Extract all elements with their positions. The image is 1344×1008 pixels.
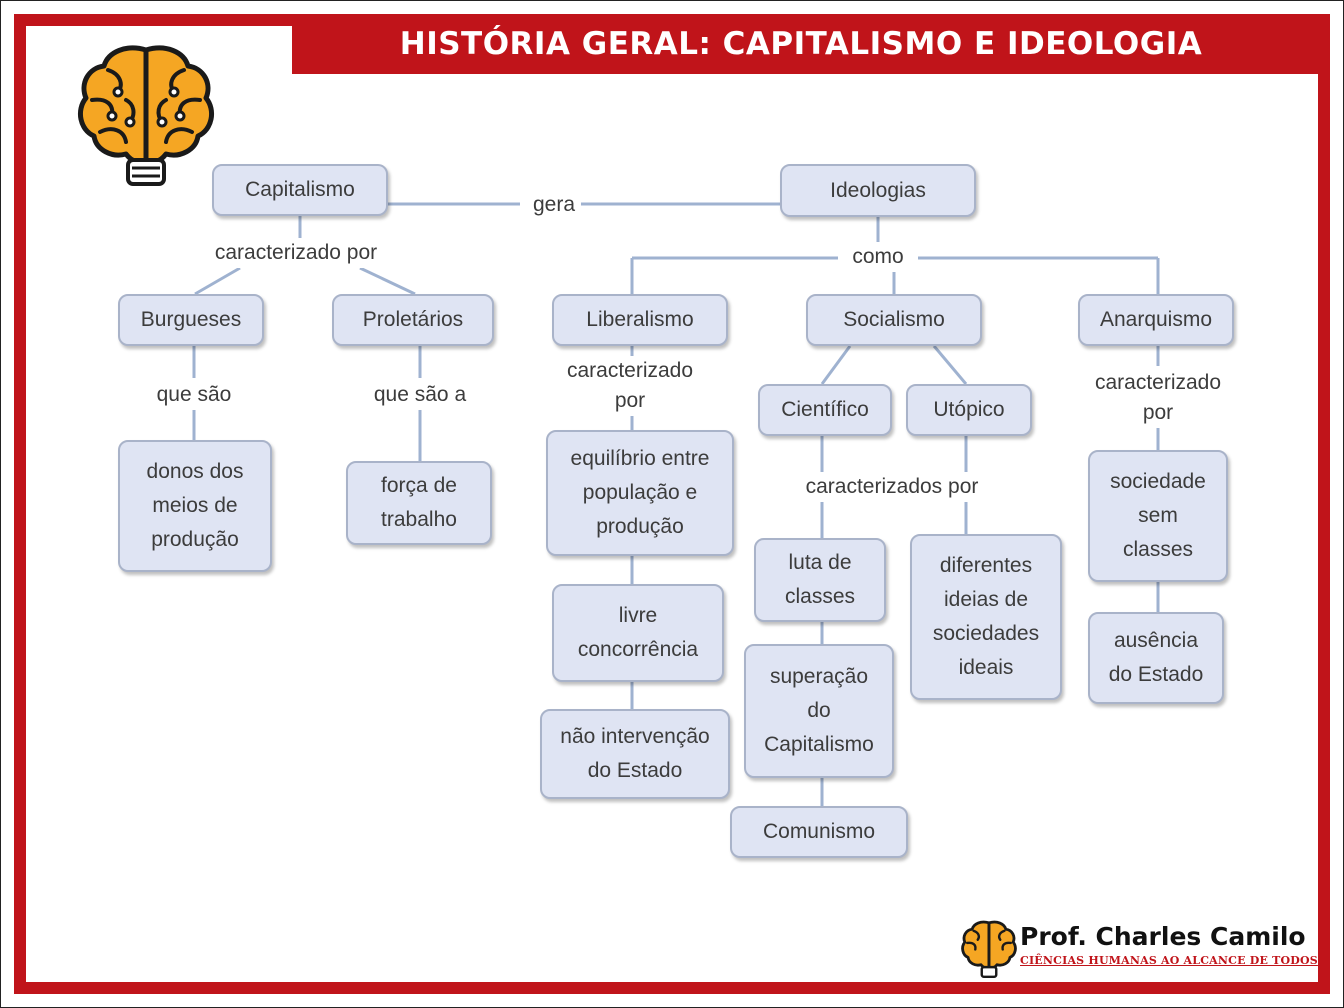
node-luta-de-classes: luta de classes bbox=[754, 538, 886, 622]
node-equilibrio: equilíbrio entre população e produção bbox=[546, 430, 734, 556]
label-que-sao-a: que são a bbox=[367, 380, 473, 410]
brain-lightbulb-icon bbox=[961, 920, 1017, 978]
node-sociedade-sem-classes: sociedade sem classes bbox=[1088, 450, 1228, 582]
page-title: HISTÓRIA GERAL: CAPITALISMO E IDEOLOGIA bbox=[399, 26, 1203, 62]
node-livre-concorrencia: livre concorrência bbox=[552, 584, 724, 682]
node-utopico: Utópico bbox=[906, 384, 1032, 436]
node-liberalismo: Liberalismo bbox=[552, 294, 728, 346]
connector-to-cientifico bbox=[820, 345, 852, 385]
label-caracterizados-por: caracterizados por bbox=[799, 472, 985, 502]
node-socialismo: Socialismo bbox=[806, 294, 982, 346]
node-capitalismo: Capitalismo bbox=[212, 164, 388, 216]
label-que-sao: que são bbox=[150, 380, 238, 410]
connector-to-burgueses bbox=[194, 266, 241, 296]
label-caracterizado-por-liberalismo: caracterizado por bbox=[560, 356, 700, 416]
node-donos-dos-meios: donos dos meios de produção bbox=[118, 440, 272, 572]
brain-lightbulb-icon bbox=[77, 45, 215, 186]
node-comunismo: Comunismo bbox=[730, 806, 908, 858]
brand-tagline: CIÊNCIAS HUMANAS AO ALCANCE DE TODOS bbox=[1020, 954, 1318, 967]
node-superacao-capitalismo: superação do Capitalismo bbox=[744, 644, 894, 778]
node-diferentes-ideias: diferentes ideias de sociedades ideais bbox=[910, 534, 1062, 700]
node-ideologias: Ideologias bbox=[780, 164, 976, 217]
brand-signature: Prof. Charles Camilo CIÊNCIAS HUMANAS AO… bbox=[960, 918, 1320, 980]
label-gera: gera bbox=[526, 190, 582, 220]
label-caracterizado-por-capitalismo: caracterizado por bbox=[208, 238, 384, 268]
node-anarquismo: Anarquismo bbox=[1078, 294, 1234, 346]
connector-to-utopico bbox=[932, 345, 968, 385]
title-bar: HISTÓRIA GERAL: CAPITALISMO E IDEOLOGIA bbox=[292, 14, 1330, 74]
connector-to-proletarios bbox=[359, 266, 416, 296]
label-caracterizado-por-anarquismo: caracterizado por bbox=[1088, 368, 1228, 428]
node-proletarios: Proletários bbox=[332, 294, 494, 346]
node-cientifico: Científico bbox=[758, 384, 892, 436]
label-como: como bbox=[846, 242, 910, 272]
node-forca-de-trabalho: força de trabalho bbox=[346, 461, 492, 545]
node-burgueses: Burgueses bbox=[118, 294, 264, 346]
brand-name: Prof. Charles Camilo bbox=[1020, 922, 1306, 951]
node-nao-intervencao: não intervenção do Estado bbox=[540, 709, 730, 799]
node-ausencia-do-estado: ausência do Estado bbox=[1088, 612, 1224, 704]
